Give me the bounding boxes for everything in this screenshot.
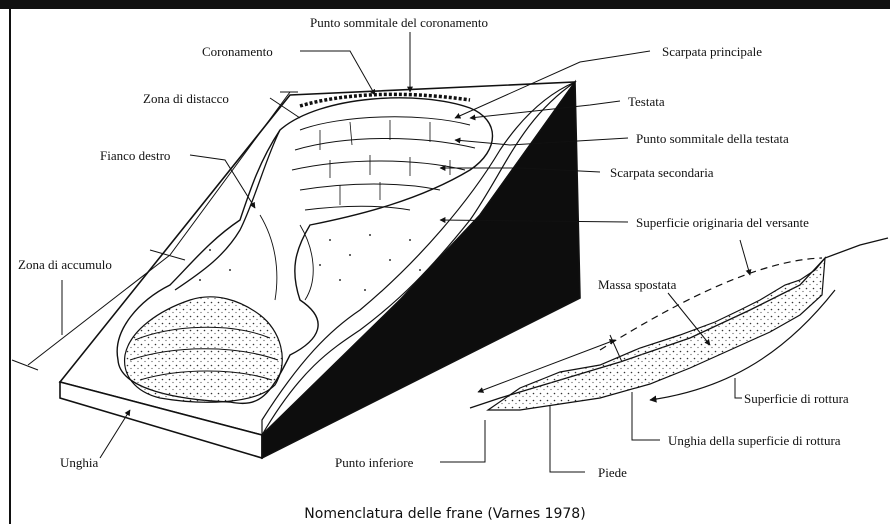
label-scarpata-secondaria: Scarpata secondaria [610, 165, 714, 180]
label-punto-sommitale-coronamento: Punto sommitale del coronamento [310, 15, 488, 30]
label-testata: Testata [628, 94, 665, 109]
zone-tick-bottom [12, 360, 38, 370]
label-zona-distacco: Zona di distacco [143, 91, 229, 106]
label-piede: Piede [598, 465, 627, 480]
label-fianco-destro: Fianco destro [100, 148, 170, 163]
figure-caption: Nomenclatura delle frane (Varnes 1978) [0, 506, 890, 522]
label-superficie-originaria: Superficie originaria del versante [636, 215, 809, 230]
label-zona-accumulo: Zona di accumulo [18, 257, 112, 272]
label-punto-inferiore: Punto inferiore [335, 455, 414, 470]
label-unghia: Unghia [60, 455, 99, 470]
label-superficie-rottura: Superficie di rottura [744, 391, 849, 406]
label-punto-sommitale-testata: Punto sommitale della testata [636, 131, 789, 146]
label-unghia-superficie-rottura: Unghia della superficie di rottura [668, 433, 841, 448]
frame-top-border [0, 0, 890, 9]
label-coronamento: Coronamento [202, 44, 273, 59]
label-massa-spostata: Massa spostata [598, 277, 677, 292]
label-scarpata-principale: Scarpata principale [662, 44, 762, 59]
